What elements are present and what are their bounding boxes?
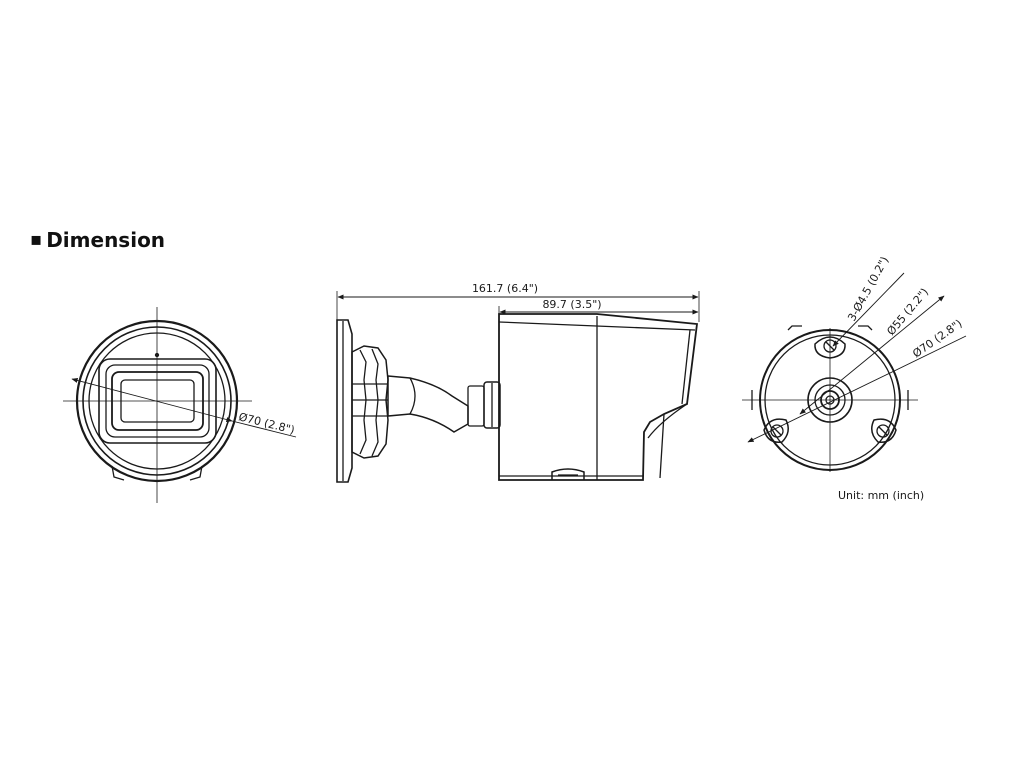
side-neck-collar <box>483 381 501 429</box>
rear-mounting-hole-right <box>871 418 897 443</box>
section-heading: ▪ Dimension <box>30 226 165 254</box>
rear-outer-diameter-leader <box>747 335 967 443</box>
unit-note: Unit: mm (inch) <box>838 489 924 502</box>
rear-hole-label: 3-Ø4.5 (0.2") <box>845 254 891 323</box>
side-mount-arm-detail <box>409 377 416 415</box>
rear-outer-diameter-label: Ø70 (2.8") <box>910 317 964 361</box>
front-diameter-label: Ø70 (2.8") <box>237 410 296 436</box>
side-sunshield-edge <box>681 329 691 405</box>
side-view: 161.7 (6.4") 89.7 (3.5") <box>336 282 700 483</box>
side-body-length-label: 89.7 (3.5") <box>542 298 601 311</box>
rear-view: 3-Ø4.5 (0.2") Ø55 (2.2") Ø70 (2.8") <box>742 254 967 472</box>
rear-tab-top-left <box>787 325 802 331</box>
side-bottom-screw <box>551 468 585 480</box>
front-bottom-tab-left <box>111 465 125 481</box>
front-sensor-dot <box>154 352 160 358</box>
side-mount-plate <box>336 319 353 483</box>
bullet-icon: ▪ <box>30 228 43 250</box>
side-mount-base <box>351 345 389 459</box>
side-visor-inner <box>659 413 665 479</box>
side-mount-ridge-2 <box>371 348 379 457</box>
front-diameter-leader <box>71 378 233 422</box>
side-mount-arm <box>387 375 469 433</box>
side-sunshield-curve <box>647 403 688 439</box>
side-neck-joint <box>467 385 485 427</box>
front-view: Ø70 (2.8") <box>63 307 297 503</box>
front-diameter-ext <box>231 420 297 438</box>
side-mount-ridge-1 <box>359 349 367 455</box>
rear-tab-top-right <box>858 325 873 331</box>
side-camera-body <box>498 313 699 481</box>
rear-inner-diameter-leader <box>799 295 945 415</box>
front-bottom-tab-right <box>189 465 203 481</box>
side-overall-length-label: 161.7 (6.4") <box>472 282 538 295</box>
section-title: Dimension <box>46 228 166 252</box>
